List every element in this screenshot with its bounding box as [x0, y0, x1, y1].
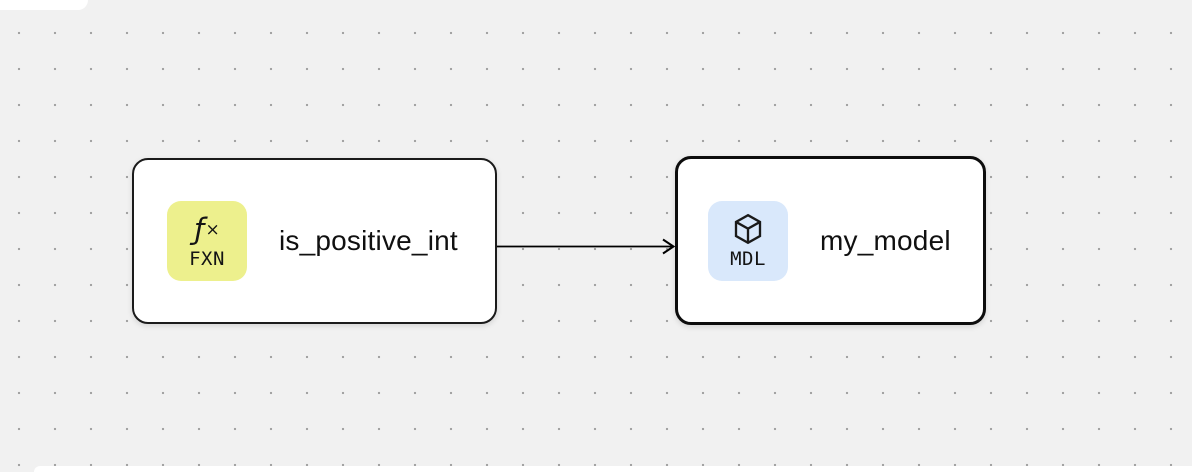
node-label-function: is_positive_int	[279, 225, 458, 256]
function-icon-x: ×	[205, 220, 220, 241]
node-function-is_positive_int[interactable]: ƒ × FXN is_positive_int	[132, 158, 497, 324]
node-label-model: my_model	[820, 224, 951, 256]
node-model-my_model[interactable]: MDL my_model	[675, 156, 986, 325]
function-badge: ƒ × FXN	[167, 201, 247, 281]
panel-corner-top-left	[0, 0, 88, 10]
model-badge-tag: MDL	[730, 248, 766, 271]
model-badge: MDL	[708, 200, 788, 281]
function-icon: ƒ ×	[194, 213, 219, 247]
edge-is_positive_int-to-my_model[interactable]	[497, 238, 676, 255]
panel-strip-bottom	[34, 466, 1192, 472]
arrowhead-icon	[662, 238, 676, 255]
function-icon-f: ƒ	[194, 212, 205, 247]
function-badge-tag: FXN	[189, 247, 225, 270]
cube-icon	[730, 211, 766, 247]
